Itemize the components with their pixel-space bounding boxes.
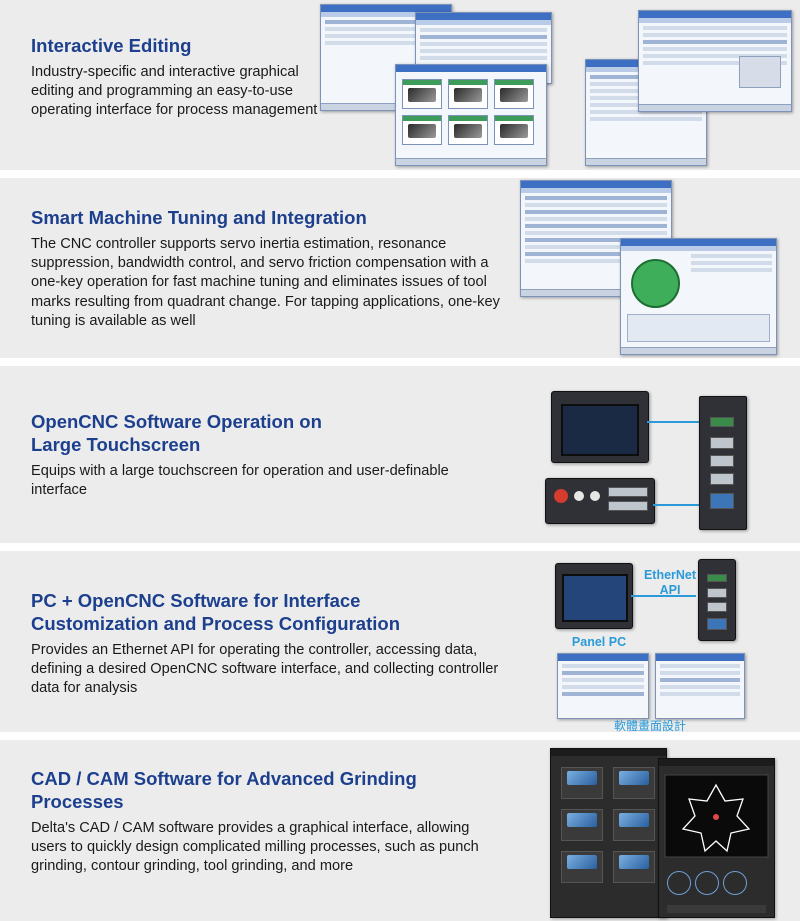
touchscreen-hardware [545,386,775,536]
cnc-controller-unit [698,559,736,641]
pc-opencnc-diagram: EtherNet API Panel PC 軟體畫面設計 [555,559,780,733]
tuning-screens [520,180,777,355]
title-line-1: CAD / CAM Software for Advanced Grinding [31,768,417,789]
cnc-controller-unit [699,396,747,530]
section-title: PC + OpenCNC Software for Interface Cust… [31,589,501,635]
section-description: Industry-specific and interactive graphi… [31,64,318,119]
operator-panel [545,478,655,524]
milling-tiles-screen [395,64,547,166]
connection-line [653,504,699,506]
section-interactive-editing: Interactive Editing Industry-specific an… [0,0,800,170]
custom-ui-screen-2 [655,653,745,719]
ethernet-line [631,595,696,597]
section-title: Interactive Editing [31,35,192,56]
section-title: CAD / CAM Software for Advanced Grinding… [31,767,501,813]
circle-test-screen [620,238,777,355]
section-description: Provides an Ethernet API for operating t… [31,642,499,697]
interactive-editing-screens [320,4,792,166]
title-line-2: Large Touchscreen [31,434,201,455]
title-line-1: OpenCNC Software Operation on [31,411,322,432]
contour-preview-screen [658,758,775,918]
cad-cam-screens [550,748,775,918]
ethernet-api-label: EtherNet API [643,568,697,597]
custom-ui-screen-1 [557,653,649,719]
section-pc-opencnc: PC + OpenCNC Software for Interface Cust… [0,551,800,733]
section-description: Equips with a large touchscreen for oper… [31,463,449,499]
gear-contour-graphic [664,774,769,858]
panel-pc [555,563,633,629]
panel-pc-label: Panel PC [571,635,627,649]
title-line-1: PC + OpenCNC Software for Interface [31,590,361,611]
grinding-menu-screen [550,748,667,918]
section-cad-cam: CAD / CAM Software for Advanced Grinding… [0,740,800,921]
section-title: OpenCNC Software Operation on Large Touc… [31,410,501,456]
tool-table-screen [638,10,792,112]
title-line-2: Customization and Process Configuration [31,613,400,634]
section-large-touchscreen: OpenCNC Software Operation on Large Touc… [0,366,800,543]
software-design-label: 軟體畫面設計 [613,719,686,733]
section-description: Delta's CAD / CAM software provides a gr… [31,820,479,875]
connection-line [647,421,699,423]
touchscreen-monitor [551,391,649,463]
section-description: The CNC controller supports servo inerti… [31,236,500,329]
title-line-2: Processes [31,791,124,812]
section-smart-machine-tuning: Smart Machine Tuning and Integration The… [0,178,800,358]
section-title: Smart Machine Tuning and Integration [31,207,367,228]
